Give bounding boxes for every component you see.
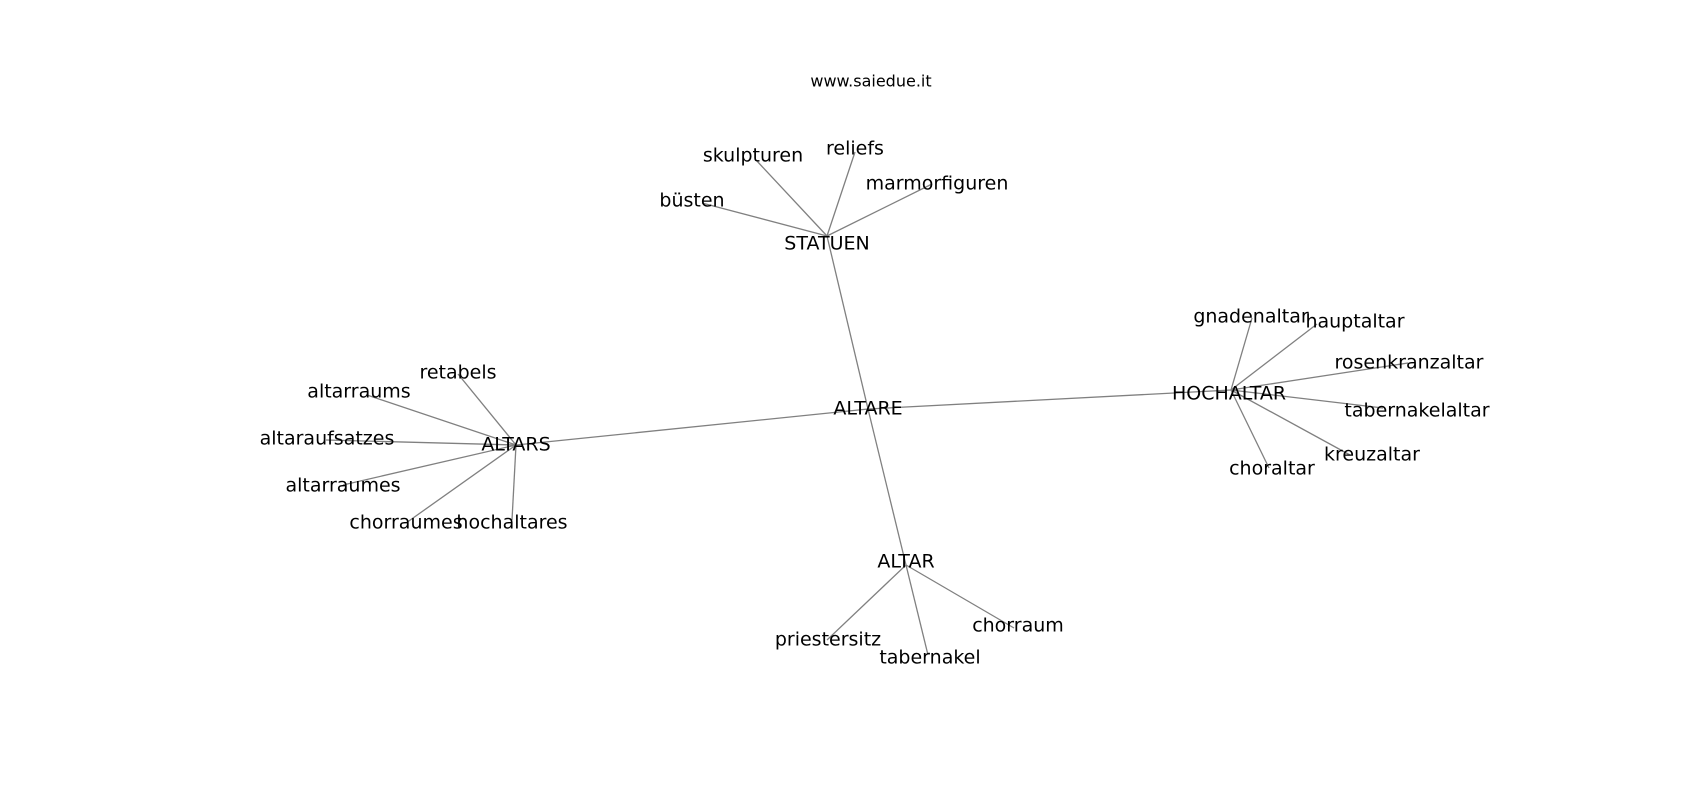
edge-hochaltar-kreuzaltar <box>1230 389 1351 456</box>
edges-layer <box>325 151 1409 656</box>
source-caption: www.saiedue.it <box>810 72 931 91</box>
node-label-retabels: retabels <box>419 362 496 384</box>
node-label-altaraufsatzes: altaraufsatzes <box>260 428 395 450</box>
node-label-priestersitz: priestersitz <box>775 629 881 651</box>
edge-hochaltar-tabernakelaltar <box>1230 389 1384 409</box>
node-label-marmorfiguren: marmorfiguren <box>866 173 1009 195</box>
edge-altare-statuen <box>826 235 869 410</box>
edge-statuen-busten <box>701 202 828 237</box>
edge-statuen-marmorfiguren <box>826 183 933 237</box>
edge-altare-altars <box>515 408 869 446</box>
edge-altare-hochaltar <box>867 389 1232 410</box>
node-label-tabernakelaltar: tabernakelaltar <box>1344 400 1489 422</box>
edge-statuen-reliefs <box>826 151 856 237</box>
edge-altars-altarraumes <box>342 444 517 486</box>
node-label-gnadenaltar: gnadenaltar <box>1193 306 1309 328</box>
node-label-choraltar: choraltar <box>1229 458 1315 480</box>
edge-hochaltar-choraltar <box>1230 389 1270 469</box>
node-label-busten: büsten <box>659 190 724 212</box>
node-label-chorraum: chorraum <box>972 615 1064 637</box>
edge-altar-tabernakel <box>905 564 929 656</box>
node-label-rosenkranzaltar: rosenkranzaltar <box>1335 352 1484 374</box>
edge-hochaltar-rosenkranzaltar <box>1230 362 1409 391</box>
edge-altars-chorraumes <box>405 444 517 524</box>
edge-altars-retabels <box>457 373 517 446</box>
edge-altars-altarraums <box>366 394 517 446</box>
node-label-altars: ALTARS <box>481 434 550 456</box>
node-label-altarraums: altarraums <box>307 381 410 403</box>
node-label-reliefs: reliefs <box>826 138 884 160</box>
edge-hochaltar-gnadenaltar <box>1230 317 1253 391</box>
node-label-skulpturen: skulpturen <box>703 145 803 167</box>
node-label-kreuzaltar: kreuzaltar <box>1324 444 1420 466</box>
edge-altars-altaraufsatzes <box>325 439 517 446</box>
edge-statuen-skulpturen <box>755 159 828 237</box>
edge-altar-priestersitz <box>826 564 907 641</box>
edge-hochaltar-hauptaltar <box>1230 323 1318 391</box>
node-label-tabernakel: tabernakel <box>879 647 980 669</box>
node-label-hauptaltar: hauptaltar <box>1305 311 1404 333</box>
node-label-statuen: STATUEN <box>784 233 869 255</box>
edge-altars-hochaltares <box>511 444 517 521</box>
node-label-altare: ALTARE <box>833 398 902 420</box>
node-label-altar: ALTAR <box>877 551 934 573</box>
node-label-hochaltares: hochaltares <box>456 512 567 534</box>
node-label-hochaltar: HOCHALTAR <box>1172 383 1286 405</box>
node-label-chorraumes: chorraumes <box>349 512 462 534</box>
edge-altar-chorraum <box>905 564 1015 629</box>
node-label-altarraumes: altarraumes <box>285 475 400 497</box>
labels-layer: ALTARE STATUEN skulpturen reliefs marmorfigu… <box>260 138 1490 669</box>
edge-altare-altar <box>867 408 907 566</box>
